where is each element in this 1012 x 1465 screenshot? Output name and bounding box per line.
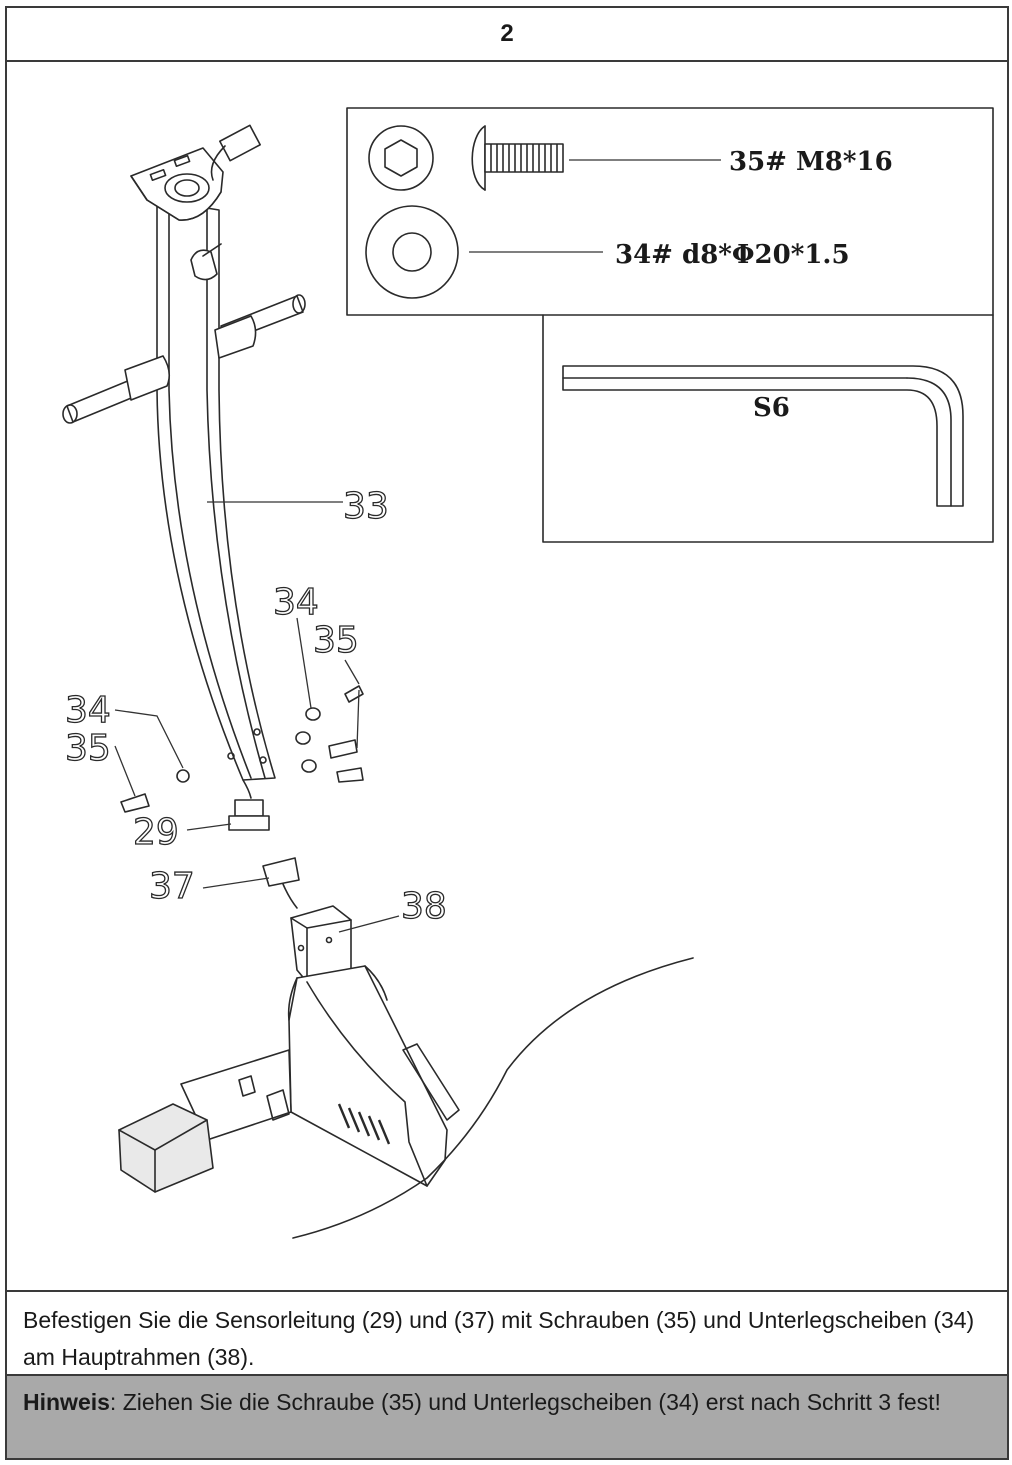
callout-38: 38 [338, 885, 447, 933]
callout-35-right: 35 [312, 619, 360, 685]
screw-spec-label: 35# M8*16 [729, 147, 893, 177]
hex-socket-icon [368, 125, 434, 191]
allen-key-size-label: S6 [753, 393, 790, 423]
step-number: 2 [7, 8, 1007, 62]
callout-label-38: 38 [401, 886, 447, 927]
note-text: : Ziehen Sie die Schraube (35) und Unter… [109, 1389, 941, 1415]
callout-label-37: 37 [149, 866, 195, 907]
callout-label-29: 29 [133, 812, 179, 853]
callout-35-left: 35 [64, 727, 136, 797]
note-label: Hinweis [23, 1389, 110, 1415]
washer-spec-label: 34# d8*Φ20*1.5 [615, 240, 850, 270]
screw-icon [471, 125, 564, 191]
callout-37: 37 [148, 865, 270, 908]
callout-33: 33 [207, 485, 389, 528]
note-box: Hinweis: Ziehen Sie die Schraube (35) un… [7, 1374, 1007, 1458]
left-fastener-set [120, 769, 190, 813]
upright-tube-drawing [62, 124, 306, 831]
step-frame: 2 [5, 6, 1009, 1460]
callout-29: 29 [132, 811, 232, 854]
hardware-parts-box: 35# M8*16 34# d8*Φ20*1.5 S6 [346, 107, 994, 543]
assembly-illustration: 35# M8*16 34# d8*Φ20*1.5 S6 [7, 60, 1007, 1290]
main-frame-drawing [118, 857, 694, 1239]
callout-label-34-right: 34 [273, 582, 319, 623]
allen-key-icon [562, 365, 964, 507]
callout-34-left: 34 [64, 689, 184, 769]
right-fastener-set [295, 685, 364, 783]
washer-icon [365, 205, 459, 299]
instruction-text: Befestigen Sie die Sensorleitung (29) un… [7, 1290, 1007, 1374]
callout-label-35-left: 35 [65, 728, 111, 769]
callout-label-33: 33 [343, 486, 389, 527]
callout-label-35-right: 35 [313, 620, 359, 661]
callout-label-34-left: 34 [65, 690, 111, 731]
callout-34-right: 34 [272, 581, 319, 709]
